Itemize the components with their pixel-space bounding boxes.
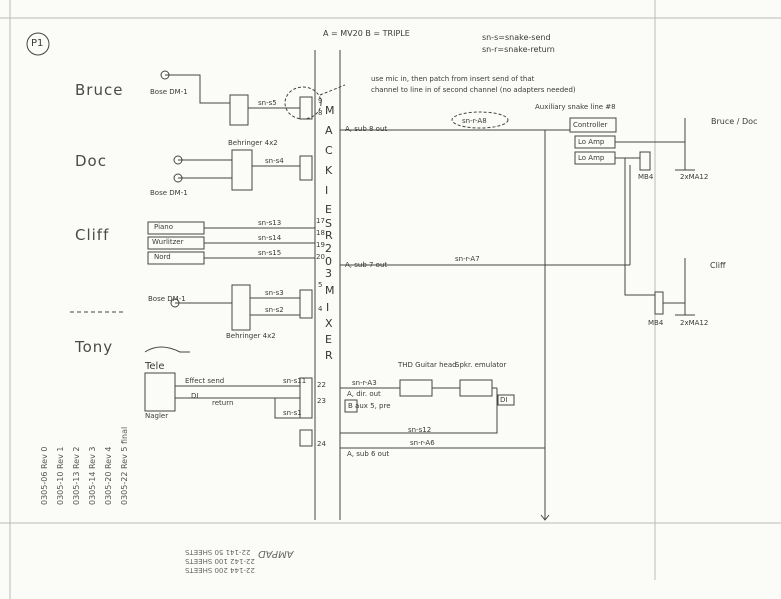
mixer-letter: M xyxy=(325,104,335,117)
mixer-letter: 2 xyxy=(325,242,332,255)
mixer-letter: I xyxy=(326,301,330,314)
mixer-letter: C xyxy=(325,144,333,157)
revision-4: 0305-20 Rev 4 xyxy=(104,446,113,505)
speaker-mb4-1: MB4 xyxy=(638,173,654,181)
mixer-letter: 3 xyxy=(325,267,332,280)
snake-s1: sn-s1 xyxy=(283,409,302,417)
mixer-letter: A xyxy=(325,124,333,137)
snake-r8: sn-r-A8 xyxy=(462,117,487,125)
speaker-cliff: Cliff xyxy=(710,261,726,270)
speaker-emulator: Spkr. emulator xyxy=(455,361,507,369)
footer-sheets-2: 22-142 100 SHEETS xyxy=(185,557,255,565)
channel-23: 23 xyxy=(317,397,326,405)
footer-brand: AMPAD xyxy=(258,548,294,559)
snake-r3: sn-r-A3 xyxy=(352,379,377,387)
speaker-mb4-2: MB4 xyxy=(648,319,664,327)
mixer-legend: A = MV20 B = TRIPLE xyxy=(323,29,410,38)
speaker-bruce-doc: Bruce / Doc xyxy=(711,117,758,126)
player-tony: Tony xyxy=(75,338,114,356)
channel-5: 5 xyxy=(318,281,323,289)
doc-mic-label: Bose DM-1 xyxy=(150,189,188,197)
mixer-letter: E xyxy=(325,333,332,346)
snake-s12: sn-s12 xyxy=(408,426,432,434)
tele-label: Tele xyxy=(145,361,165,372)
speaker-model-1: 2xMA12 xyxy=(680,173,709,181)
di-box-2: DI xyxy=(191,392,199,400)
page-mark: P1 xyxy=(31,38,44,49)
note-mic-in-2: channel to line in of second channel (no… xyxy=(371,86,576,94)
mixer-letter: K xyxy=(325,164,333,177)
output-aux5: B aux 5, pre xyxy=(348,402,391,410)
snake-s15: sn-s15 xyxy=(258,249,282,257)
mixer-letter: X xyxy=(325,317,333,330)
bruce-mic-label: Bose DM-1 xyxy=(150,88,188,96)
channel-20: 20 xyxy=(316,253,325,261)
channel-19: 19 xyxy=(316,241,325,249)
tony-preamp-label: Behringer 4x2 xyxy=(226,332,276,340)
controller-label: Controller xyxy=(573,121,608,129)
speaker-model-2: 2xMA12 xyxy=(680,319,709,327)
doc-preamp-label: Behringer 4x2 xyxy=(228,139,278,147)
thd-head: THD Guitar head xyxy=(398,361,457,369)
snake-s5: sn-s5 xyxy=(258,99,277,107)
note-effect-send: Effect send xyxy=(185,377,225,385)
player-cliff: Cliff xyxy=(75,226,110,244)
di-box: DI xyxy=(500,396,508,404)
cliff-piano-label: Piano xyxy=(154,223,174,231)
snake-s2: sn-s2 xyxy=(265,306,284,314)
send-legend: sn-s=snake-send xyxy=(482,33,551,42)
revision-5: 0305-22 Rev 5 final xyxy=(120,426,129,505)
output-dir: A, dir. out xyxy=(347,390,381,398)
footer-sheets-1: 22-141 50 SHEETS xyxy=(185,548,251,556)
nagler-label: Nagler xyxy=(145,412,169,420)
channel-8: 8 xyxy=(318,109,323,117)
tony-mic-label: Bose DM-1 xyxy=(148,295,186,303)
channel-22: 22 xyxy=(317,381,326,389)
mixer-letter: I xyxy=(325,184,329,197)
mixer-letter: M xyxy=(325,284,335,297)
return-legend: sn-r=snake-return xyxy=(482,45,555,54)
channel-9: 9 xyxy=(318,97,323,105)
snake-s11: sn-s11 xyxy=(283,377,307,385)
snake-s3: sn-s3 xyxy=(265,289,284,297)
mixer-letter: S xyxy=(325,217,332,230)
mixer-letter: R xyxy=(325,349,333,362)
revision-3: 0305-14 Rev 3 xyxy=(88,446,97,505)
channel-4: 4 xyxy=(318,305,323,313)
note-return: return xyxy=(212,399,234,407)
revision-1: 0305-10 Rev 1 xyxy=(56,446,65,505)
player-bruce: Bruce xyxy=(75,81,124,99)
channel-18: 18 xyxy=(316,229,325,237)
lo-amp-1: Lo Amp xyxy=(578,138,605,146)
cliff-nord-label: Nord xyxy=(154,253,171,261)
snake-s14: sn-s14 xyxy=(258,234,282,242)
note-aux-line: Auxiliary snake line #8 xyxy=(535,103,616,111)
mixer-letter: R xyxy=(325,229,333,242)
output-sub7: A, sub 7 out xyxy=(345,261,388,269)
mixer-letter: 0 xyxy=(325,255,332,268)
player-doc: Doc xyxy=(75,152,107,170)
channel-24: 24 xyxy=(317,440,326,448)
footer-sheets-3: 22-144 200 SHEETS xyxy=(185,566,255,574)
revision-2: 0305-13 Rev 2 xyxy=(72,446,81,505)
snake-r6: sn-r-A6 xyxy=(410,439,435,447)
snake-s4: sn-s4 xyxy=(265,157,284,165)
cliff-wurli-label: Wurlitzer xyxy=(152,238,184,246)
output-sub6: A, sub 6 out xyxy=(347,450,390,458)
note-mic-in: use mic in, then patch from insert send … xyxy=(371,75,535,83)
mixer-letter: E xyxy=(325,203,332,216)
lo-amp-2: Lo Amp xyxy=(578,154,605,162)
revision-0: 0305-06 Rev 0 xyxy=(40,446,49,505)
snake-r7: sn-r-A7 xyxy=(455,255,480,263)
snake-s13: sn-s13 xyxy=(258,219,282,227)
channel-17: 17 xyxy=(316,217,325,225)
output-sub8: A, sub 8 out xyxy=(345,125,388,133)
